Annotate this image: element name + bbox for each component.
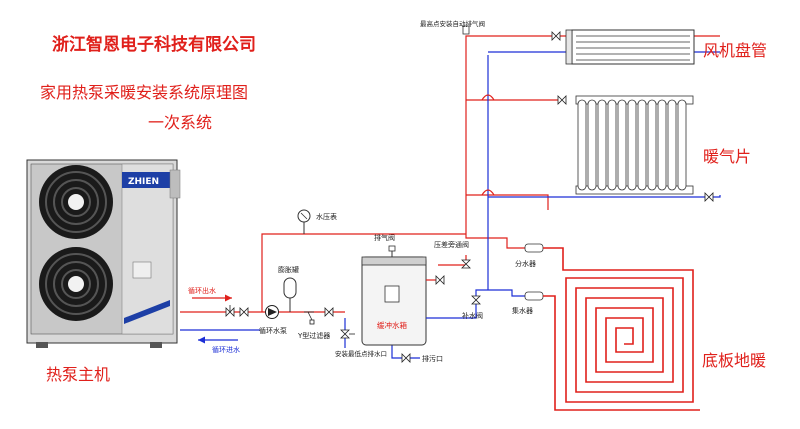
buffer-tank (361, 245, 476, 346)
bypass-valve-icon (435, 259, 471, 285)
radiator-unit (575, 95, 694, 195)
sewage-outlet-label: 排污口 (422, 354, 443, 363)
fan-coil-label: 风机盘管 (703, 41, 767, 60)
gate-valve-icon (324, 307, 334, 317)
supply-manifold-icon (524, 243, 544, 253)
buffer-tank-label: 缓冲水箱 (377, 320, 407, 330)
gate-valve-icon (551, 31, 561, 41)
makeup-valve-icon (471, 295, 481, 305)
pressure-gauge-icon (297, 209, 311, 234)
gate-valve-icon (401, 353, 411, 363)
expansion-tank-label: 膨胀罐 (278, 265, 299, 274)
expansion-tank-icon (283, 277, 297, 312)
fan-coil-unit (565, 29, 695, 65)
circulation-pump-icon (265, 305, 279, 319)
makeup-valve-label: 补水阀 (462, 311, 483, 320)
drain-valve-icon (340, 329, 355, 339)
return-manifold-icon (524, 291, 544, 301)
fan-icon (39, 165, 113, 239)
supply-manifold-label: 分水器 (515, 259, 536, 268)
vent-valve-label: 排气阀 (374, 233, 395, 242)
diagram-subtitle: 一次系统 (148, 113, 212, 132)
auto-vent-icon (462, 25, 470, 35)
gate-valve-icon (239, 307, 249, 317)
outlet-label: 循环出水 (188, 286, 216, 295)
circ-pump-label: 循环水泵 (259, 326, 287, 335)
floor-heating-coil (543, 247, 700, 411)
low-drain-label: 安装最低点排水口 (335, 349, 387, 358)
radiator-label: 暖气片 (703, 147, 751, 166)
company-name: 浙江智恩电子科技有限公司 (52, 34, 256, 55)
fan-icon (39, 247, 113, 321)
gate-valve-icon (225, 305, 235, 317)
floor-heating-label: 底板地暖 (702, 351, 766, 370)
return-manifold-label: 集水器 (512, 306, 533, 315)
pipe-crossover (481, 94, 495, 196)
pressure-gauge-label: 水压表 (316, 212, 337, 221)
heat-pump-unit: ZHIEN (26, 159, 181, 348)
brand-logo: ZHIEN (128, 177, 159, 187)
heat-pump-label: 热泵主机 (46, 365, 110, 384)
inlet-label: 循环进水 (212, 345, 240, 354)
auto-vent-label: 最高点安装自动排气阀 (420, 19, 485, 28)
bypass-valve-label: 压差旁通阀 (434, 240, 469, 249)
gate-valve-icon (557, 95, 714, 202)
y-filter-icon (304, 311, 315, 325)
diagram-title: 家用热泵采暖安装系统原理图 (40, 83, 248, 102)
y-filter-label: Y型过滤器 (297, 331, 330, 340)
